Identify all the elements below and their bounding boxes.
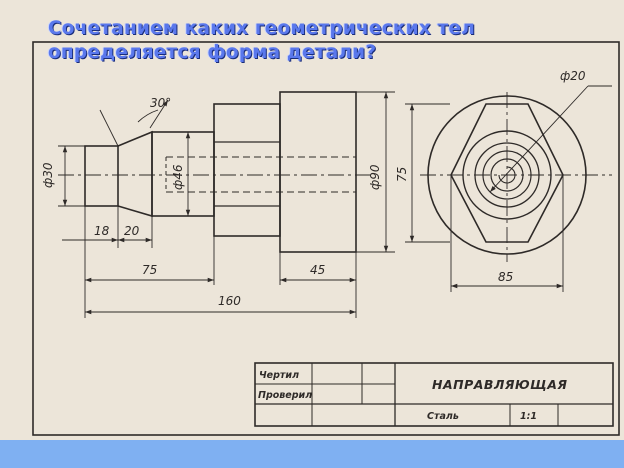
bottom-band <box>0 440 624 468</box>
outer-circle <box>427 95 587 255</box>
dim-length-75: 75 <box>142 263 157 277</box>
dim-length-160: 160 <box>218 294 241 308</box>
dim-diameter-90: ф90 <box>368 164 382 190</box>
title-block-part-name: НАПРАВЛЯЮЩАЯ <box>432 377 568 392</box>
technical-drawing: 30° ф30 ф46 ф90 75 ф20 18 20 75 45 160 8… <box>0 0 624 440</box>
drawing-frame <box>32 41 620 436</box>
dim-diameter-30: ф30 <box>41 162 55 188</box>
dim-diameter-46: ф46 <box>171 164 185 190</box>
question-title: Сочетанием каких геометрических тел опре… <box>48 18 475 63</box>
dim-width-85: 85 <box>498 270 513 284</box>
side-view <box>420 85 612 292</box>
dim-height-75: 75 <box>395 167 409 182</box>
title-block-material: Сталь <box>427 411 459 422</box>
dim-angle-30: 30° <box>150 96 171 110</box>
dim-length-20: 20 <box>124 224 140 238</box>
title-block-checked: Проверил <box>258 390 312 401</box>
dim-length-45: 45 <box>310 263 325 277</box>
title-block-drawn: Чертил <box>259 370 299 381</box>
title-block-scale: 1:1 <box>520 411 537 422</box>
dim-length-18: 18 <box>94 224 110 238</box>
large-cylinder <box>279 91 357 253</box>
small-cylinder <box>84 145 119 207</box>
title-block <box>254 362 614 427</box>
dimension-lines <box>58 91 450 318</box>
front-view <box>58 91 375 253</box>
dim-diameter-20: ф20 <box>560 69 586 83</box>
